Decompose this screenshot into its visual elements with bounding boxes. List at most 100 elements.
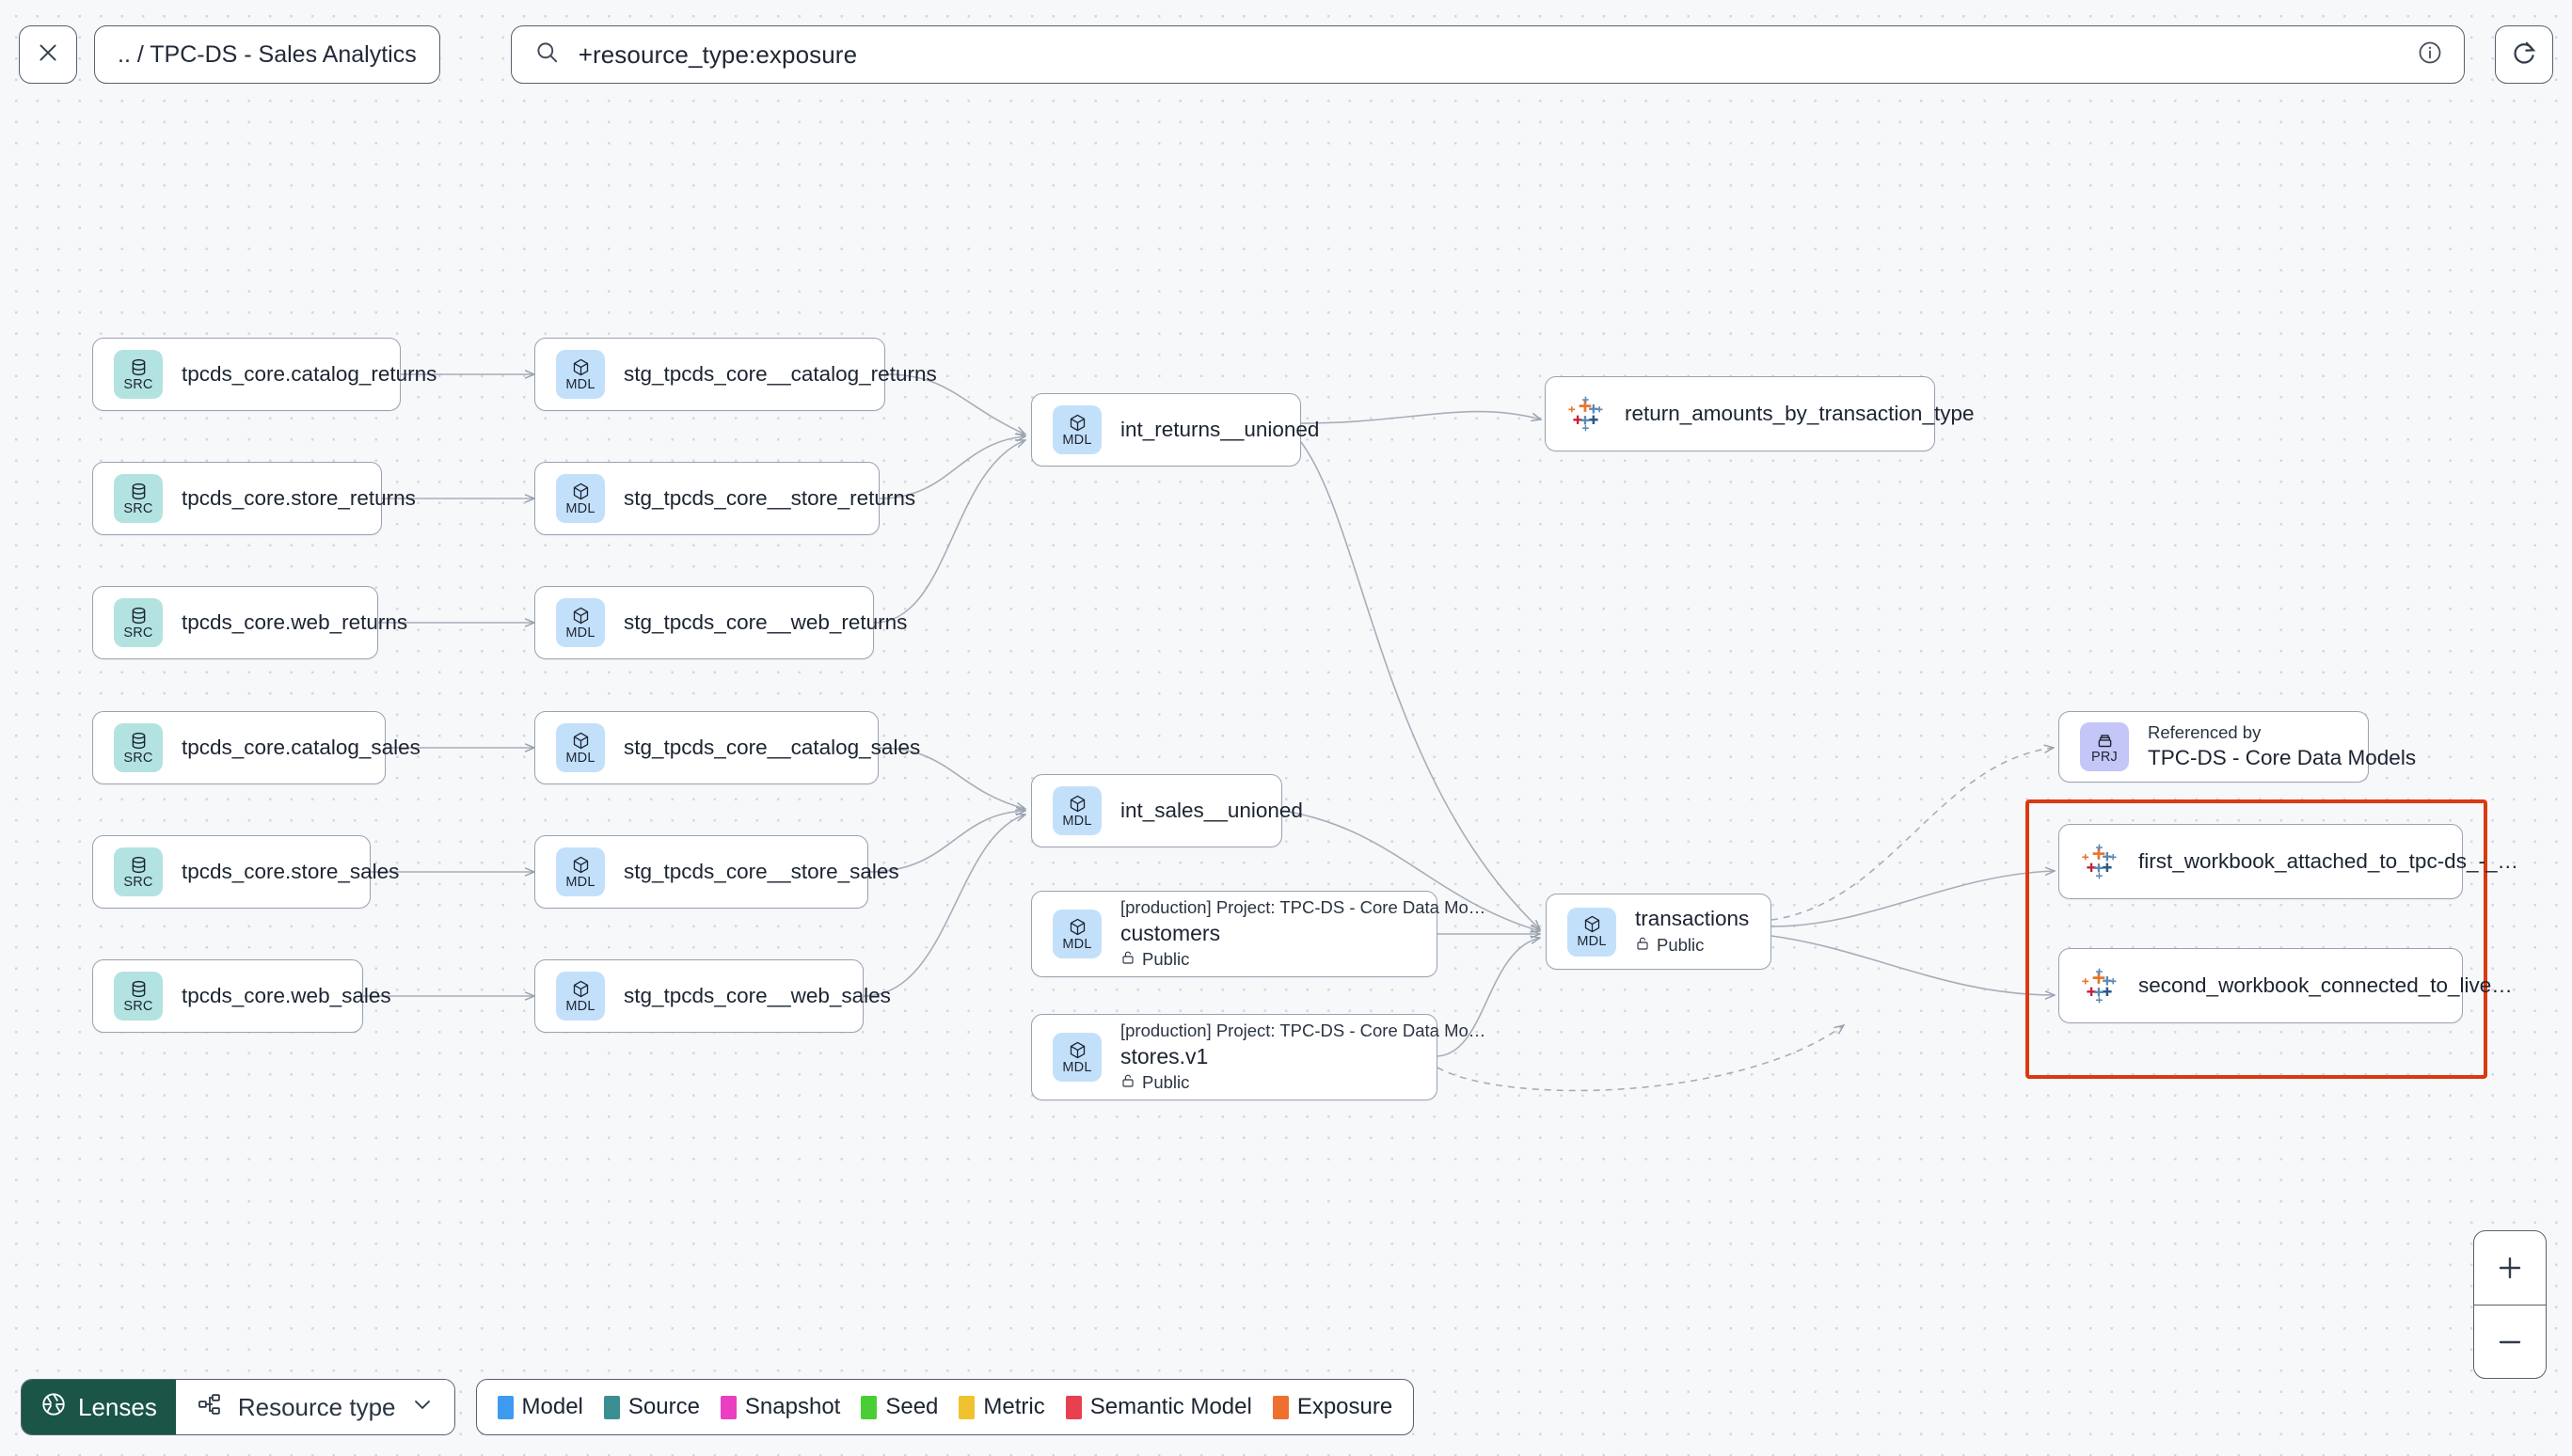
node-title: tpcds_core.store_returns [182, 485, 416, 510]
node-exposure-second-workbook[interactable]: second_workbook_connected_to_live… [2058, 948, 2513, 1023]
badge-label: MDL [565, 998, 595, 1014]
node-stg-catalog-returns[interactable]: MDL stg_tpcds_core__catalog_returns [534, 338, 937, 411]
legend-item[interactable]: Semantic Model [1065, 1394, 1252, 1420]
node-src-store-sales[interactable]: SRC tpcds_core.store_sales [92, 835, 400, 909]
legend-swatch [497, 1395, 514, 1419]
tableau-icon [2080, 966, 2120, 1005]
badge-label: MDL [1062, 813, 1092, 829]
legend-item[interactable]: Model [497, 1394, 583, 1420]
mdl-badge: MDL [556, 350, 605, 399]
node-project-label: [production] Project: TPC-DS - Core Data… [1120, 1020, 1486, 1040]
close-icon [36, 40, 60, 70]
node-src-store-returns[interactable]: SRC tpcds_core.store_returns [92, 462, 416, 535]
node-src-catalog-returns[interactable]: SRC tpcds_core.catalog_returns [92, 338, 437, 411]
src-badge: SRC [114, 847, 163, 896]
node-src-web-returns[interactable]: SRC tpcds_core.web_returns [92, 586, 407, 659]
node-stores-v1[interactable]: MDL [production] Project: TPC-DS - Core … [1031, 1014, 1486, 1100]
node-access: Public [1120, 948, 1416, 972]
mdl-badge: MDL [556, 598, 605, 647]
info-circle-icon[interactable] [2417, 40, 2443, 71]
chevron-down-icon [411, 1393, 434, 1422]
node-src-catalog-sales[interactable]: SRC tpcds_core.catalog_sales [92, 711, 421, 784]
node-title: stg_tpcds_core__web_sales [624, 983, 891, 1007]
node-title: stores.v1 [1120, 1043, 1209, 1068]
zoom-out-button[interactable] [2474, 1305, 2546, 1378]
breadcrumb-label: .. / TPC-DS - Sales Analytics [118, 40, 417, 68]
search-bar[interactable]: +resource_type:exposure [510, 25, 2465, 84]
mdl-badge: MDL [556, 723, 605, 772]
src-badge: SRC [114, 598, 163, 647]
badge-label: MDL [1577, 934, 1607, 950]
legend-item[interactable]: Metric [959, 1394, 1045, 1420]
node-access: Public [1635, 934, 1749, 957]
close-button[interactable] [19, 25, 77, 84]
legend-item[interactable]: Snapshot [720, 1394, 841, 1420]
node-title: stg_tpcds_core__store_sales [624, 859, 899, 883]
mdl-badge: MDL [1053, 405, 1102, 454]
lenses-control: Lenses Resource type [21, 1379, 455, 1435]
badge-label: PRJ [2091, 749, 2118, 765]
node-stg-web-sales[interactable]: MDL stg_tpcds_core__web_sales [534, 959, 891, 1033]
node-src-web-sales[interactable]: SRC tpcds_core.web_sales [92, 959, 391, 1033]
resource-type-dropdown[interactable]: Resource type [175, 1380, 454, 1434]
bottom-controls: Lenses Resource type [21, 1379, 1415, 1435]
node-title: stg_tpcds_core__catalog_returns [624, 361, 937, 386]
badge-label: SRC [123, 998, 153, 1014]
node-stg-catalog-sales[interactable]: MDL stg_tpcds_core__catalog_sales [534, 711, 920, 784]
node-title: return_amounts_by_transaction_type [1625, 401, 1975, 425]
legend-label: Exposure [1296, 1394, 1393, 1419]
mdl-badge: MDL [1053, 1033, 1102, 1082]
node-stg-web-returns[interactable]: MDL stg_tpcds_core__web_returns [534, 586, 908, 659]
node-int-returns-unioned[interactable]: MDL int_returns__unioned [1031, 393, 1319, 467]
mdl-badge: MDL [1053, 786, 1102, 835]
node-customers[interactable]: MDL [production] Project: TPC-DS - Core … [1031, 891, 1485, 977]
node-int-sales-unioned[interactable]: MDL int_sales__unioned [1031, 774, 1303, 847]
mdl-badge: MDL [556, 847, 605, 896]
zoom-in-button[interactable] [2474, 1231, 2546, 1305]
node-title: tpcds_core.store_sales [182, 859, 400, 883]
access-label: Public [1657, 935, 1705, 956]
search-icon [534, 40, 560, 70]
legend-swatch [959, 1395, 976, 1419]
node-title: stg_tpcds_core__store_returns [624, 485, 916, 510]
unlock-icon [1635, 934, 1650, 957]
mdl-badge: MDL [1567, 907, 1616, 957]
breadcrumb[interactable]: .. / TPC-DS - Sales Analytics [94, 25, 440, 84]
legend-label: Snapshot [744, 1394, 841, 1419]
refresh-button[interactable] [2495, 25, 2553, 84]
unlock-icon [1120, 948, 1135, 972]
legend-item[interactable]: Seed [861, 1394, 938, 1420]
legend-label: Seed [885, 1394, 939, 1419]
node-title: tpcds_core.catalog_sales [182, 735, 421, 759]
node-stg-store-sales[interactable]: MDL stg_tpcds_core__store_sales [534, 835, 899, 909]
badge-label: SRC [123, 376, 153, 392]
mdl-badge: MDL [556, 474, 605, 523]
badge-label: MDL [565, 376, 595, 392]
node-exposure-first-workbook[interactable]: first_workbook_attached_to_tpc-ds_-_… [2058, 824, 2518, 899]
badge-label: SRC [123, 500, 153, 516]
legend-swatch [720, 1395, 737, 1419]
legend-label: Semantic Model [1089, 1394, 1252, 1419]
node-title: stg_tpcds_core__web_returns [624, 609, 908, 634]
search-input[interactable]: +resource_type:exposure [578, 40, 858, 69]
legend-item[interactable]: Exposure [1272, 1394, 1393, 1420]
tableau-icon [1566, 394, 1606, 434]
node-transactions[interactable]: MDL transactions Public [1546, 894, 1771, 970]
node-title: tpcds_core.catalog_returns [182, 361, 437, 386]
badge-label: SRC [123, 750, 153, 766]
node-title: int_sales__unioned [1120, 798, 1303, 822]
resource-type-label: Resource type [237, 1392, 396, 1421]
lenses-button[interactable]: Lenses [22, 1380, 176, 1434]
legend-swatch [861, 1395, 878, 1419]
node-stg-store-returns[interactable]: MDL stg_tpcds_core__store_returns [534, 462, 916, 535]
node-access: Public [1120, 1071, 1416, 1095]
prj-badge: PRJ [2080, 722, 2129, 771]
top-toolbar: .. / TPC-DS - Sales Analytics +resource_… [0, 0, 2572, 109]
node-referenced-by-project[interactable]: PRJ Referenced by TPC-DS - Core Data Mod… [2058, 711, 2416, 783]
legend-swatch [1065, 1395, 1082, 1419]
access-label: Public [1142, 1072, 1190, 1093]
legend-item[interactable]: Source [603, 1394, 700, 1420]
access-label: Public [1142, 949, 1190, 970]
node-exposure-return-amounts[interactable]: return_amounts_by_transaction_type [1545, 376, 1975, 451]
